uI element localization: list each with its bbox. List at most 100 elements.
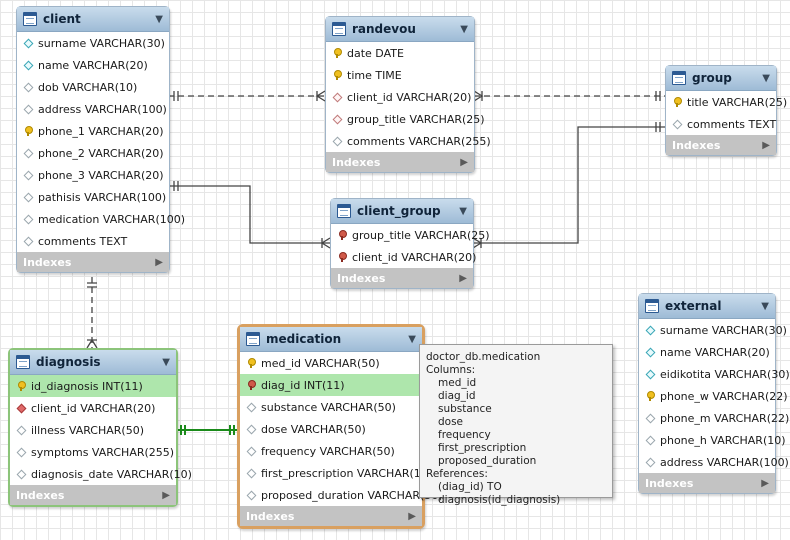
column-row[interactable]: address VARCHAR(100) — [639, 451, 789, 473]
column-row[interactable]: time TIME — [326, 64, 474, 86]
column-row[interactable]: client_id VARCHAR(20) — [331, 246, 476, 268]
expand-arrow-icon[interactable]: ▶ — [762, 139, 770, 151]
table-icon — [672, 71, 686, 85]
column-row[interactable]: diag_id INT(11) — [240, 374, 422, 396]
column-row[interactable]: substance VARCHAR(50) — [240, 396, 422, 418]
collapse-arrow-icon[interactable]: ▼ — [162, 356, 170, 368]
column-row[interactable]: group_title VARCHAR(25) — [331, 224, 490, 246]
column-nullable-icon — [645, 413, 655, 423]
table-header[interactable]: diagnosis ▼ — [10, 350, 176, 375]
primary-foreign-key-icon — [337, 252, 347, 262]
table-header[interactable]: group ▼ — [666, 66, 776, 91]
indexes-bar[interactable]: Indexes▶ — [326, 152, 474, 172]
column-row[interactable]: comments VARCHAR(255) — [326, 130, 491, 152]
column-row[interactable]: frequency VARCHAR(50) — [240, 440, 422, 462]
column-row[interactable]: client_id VARCHAR(20) — [326, 86, 474, 108]
table-icon — [337, 204, 351, 218]
relationship-group-client-group[interactable] — [472, 122, 665, 249]
column-row[interactable]: comments TEXT — [17, 230, 169, 252]
column-row[interactable]: group_title VARCHAR(25) — [326, 108, 485, 130]
column-row[interactable]: phone_1 VARCHAR(20) — [17, 120, 169, 142]
relationship-group-randevou[interactable] — [473, 90, 665, 102]
expand-arrow-icon[interactable]: ▶ — [761, 477, 769, 489]
relationship-client-diagnosis[interactable] — [86, 277, 98, 349]
column-row[interactable]: client_id VARCHAR(20) — [10, 397, 176, 419]
column-row[interactable]: pathisis VARCHAR(100) — [17, 186, 169, 208]
relationship-diagnosis-medication[interactable] — [175, 425, 239, 435]
column-nullable-icon — [246, 446, 256, 456]
expand-arrow-icon[interactable]: ▶ — [408, 510, 416, 522]
table-group[interactable]: group ▼ title VARCHAR(25) comments TEXT … — [665, 65, 787, 156]
table-client[interactable]: client ▼ surname VARCHAR(30) name VARCHA… — [16, 6, 185, 273]
column-nullable-icon — [672, 119, 682, 129]
primary-key-icon — [23, 126, 33, 136]
column-row[interactable]: surname VARCHAR(30) — [639, 319, 787, 341]
column-row[interactable]: surname VARCHAR(30) — [17, 32, 169, 54]
primary-key-icon — [332, 70, 342, 80]
table-title: client_group — [357, 204, 441, 218]
relationship-client-client-group[interactable] — [168, 181, 331, 249]
column-row[interactable]: med_id VARCHAR(50) — [240, 352, 422, 374]
column-row[interactable]: phone_2 VARCHAR(20) — [17, 142, 169, 164]
collapse-arrow-icon[interactable]: ▼ — [460, 23, 468, 35]
column-row[interactable]: dose VARCHAR(50) — [240, 418, 422, 440]
column-row[interactable]: phone_3 VARCHAR(20) — [17, 164, 169, 186]
table-randevou[interactable]: randevou ▼ date DATE time TIME client_id… — [325, 16, 491, 173]
indexes-bar[interactable]: Indexes▶ — [10, 485, 176, 505]
collapse-arrow-icon[interactable]: ▼ — [459, 205, 467, 217]
indexes-bar[interactable]: Indexes▶ — [639, 473, 775, 493]
column-row[interactable]: medication VARCHAR(100) — [17, 208, 185, 230]
table-header[interactable]: randevou ▼ — [326, 17, 474, 42]
column-row[interactable]: name VARCHAR(20) — [17, 54, 169, 76]
column-row[interactable]: phone_w VARCHAR(22) — [639, 385, 788, 407]
table-medication[interactable]: medication ▼ med_id VARCHAR(50) diag_id … — [237, 324, 443, 529]
table-external[interactable]: external ▼ surname VARCHAR(30) name VARC… — [638, 293, 790, 494]
column-row[interactable]: illness VARCHAR(50) — [10, 419, 176, 441]
column-row[interactable]: phone_m VARCHAR(22) — [639, 407, 789, 429]
table-header[interactable]: client ▼ — [17, 7, 169, 32]
foreign-key-icon — [16, 403, 26, 413]
primary-key-icon — [332, 48, 342, 58]
table-client-group[interactable]: client_group ▼ group_title VARCHAR(25) c… — [330, 198, 490, 289]
table-title: medication — [266, 332, 342, 346]
tooltip-column: proposed_duration — [438, 455, 537, 467]
column-row[interactable]: first_prescription VARCHAR(10) — [240, 462, 432, 484]
table-header[interactable]: medication ▼ — [240, 327, 422, 352]
column-row[interactable]: address VARCHAR(100) — [17, 98, 169, 120]
column-row[interactable]: comments TEXT — [666, 113, 776, 135]
column-row[interactable]: name VARCHAR(20) — [639, 341, 775, 363]
column-row[interactable]: date DATE — [326, 42, 474, 64]
table-header[interactable]: external ▼ — [639, 294, 775, 319]
column-row[interactable]: diagnosis_date VARCHAR(10) — [10, 463, 192, 485]
column-row[interactable]: eidikotita VARCHAR(30) — [639, 363, 790, 385]
primary-key-icon — [16, 381, 26, 391]
expand-arrow-icon[interactable]: ▶ — [162, 489, 170, 501]
column-row[interactable]: title VARCHAR(25) — [666, 91, 787, 113]
column-nullable-icon — [23, 104, 33, 114]
indexes-bar[interactable]: Indexes▶ — [17, 252, 169, 272]
indexes-bar[interactable]: Indexes▶ — [666, 135, 776, 155]
column-row[interactable]: proposed_duration VARCHAR(50) — [240, 484, 443, 506]
collapse-arrow-icon[interactable]: ▼ — [155, 13, 163, 25]
column-row[interactable]: dob VARCHAR(10) — [17, 76, 169, 98]
expand-arrow-icon[interactable]: ▶ — [460, 156, 468, 168]
tooltip-column: substance — [438, 403, 492, 415]
tooltip-title: doctor_db.medication — [426, 351, 541, 363]
column-row[interactable]: phone_h VARCHAR(10) — [639, 429, 786, 451]
expand-arrow-icon[interactable]: ▶ — [155, 256, 163, 268]
collapse-arrow-icon[interactable]: ▼ — [408, 333, 416, 345]
collapse-arrow-icon[interactable]: ▼ — [761, 300, 769, 312]
column-row[interactable]: symptoms VARCHAR(255) — [10, 441, 176, 463]
column-attribute-icon — [645, 347, 655, 357]
indexes-bar[interactable]: Indexes▶ — [240, 506, 422, 526]
column-nullable-icon — [645, 435, 655, 445]
indexes-bar[interactable]: Indexes▶ — [331, 268, 473, 288]
table-diagnosis[interactable]: diagnosis ▼ id_diagnosis INT(11) client_… — [8, 348, 192, 507]
expand-arrow-icon[interactable]: ▶ — [459, 272, 467, 284]
column-row[interactable]: id_diagnosis INT(11) — [10, 375, 176, 397]
column-nullable-icon — [246, 468, 256, 478]
column-nullable-icon — [246, 490, 256, 500]
relationship-client-randevou[interactable] — [168, 90, 326, 102]
collapse-arrow-icon[interactable]: ▼ — [762, 72, 770, 84]
table-header[interactable]: client_group ▼ — [331, 199, 473, 224]
